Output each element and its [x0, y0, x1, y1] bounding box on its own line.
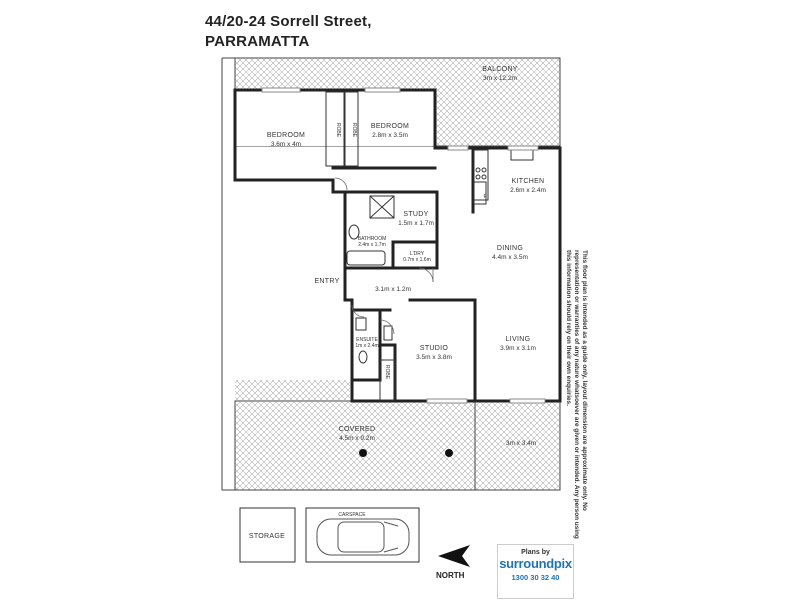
bathroom-size: 2.4m x 1.7m [358, 242, 386, 248]
carspace-name: CARSPACE [338, 512, 366, 518]
logo-phone: 1300 30 32 40 [511, 573, 560, 582]
fridge-label: F [483, 194, 486, 200]
bedroom1-size: 3.6m x 4m [271, 141, 301, 148]
surroundpix-logo: Plans by surroundpix 1300 30 32 40 [497, 544, 574, 599]
bedroom2-size: 2.8m x 3.5m [372, 132, 408, 139]
column-left [359, 449, 367, 457]
ensuite-size: 1m x 2.4m [355, 343, 378, 349]
living-name: LIVING [506, 336, 531, 343]
room-labels: BALCONY 3m x 12.2m BEDROOM 3.6m x 4m BED… [249, 66, 546, 540]
windows [261, 87, 546, 404]
address-line-1: 44/20-24 Sorrell Street, [205, 13, 372, 30]
studio-size: 3.5m x 3.8m [416, 354, 452, 361]
studio-name: STUDIO [420, 345, 448, 352]
terrace-size: 3m x 3.4m [506, 440, 536, 447]
living-size: 3.9m x 3.1m [500, 345, 536, 352]
column-right [445, 449, 453, 457]
laundry-size: 0.7m x 1.6m [403, 257, 431, 263]
covered-area [234, 400, 476, 491]
robe-c-label: ROBE [384, 365, 390, 380]
storage-name: STORAGE [249, 533, 285, 540]
logo-brand: surroundpix [499, 556, 572, 571]
laundry-name: L'DRY [410, 251, 425, 257]
kitchen-size: 2.6m x 2.4m [510, 187, 546, 194]
terrace-area [474, 400, 561, 491]
robe-b-label: ROBE [351, 123, 357, 138]
covered-lower-left [235, 380, 350, 405]
study-size: 1.5m x 1.7m [398, 220, 434, 227]
robe-a-label: ROBE [335, 123, 341, 138]
logo-plans-by: Plans by [521, 549, 550, 556]
door-swings [334, 177, 434, 335]
covered-name: COVERED [339, 426, 376, 433]
bedroom2-name: BEDROOM [371, 123, 409, 130]
carspace-box [305, 507, 420, 563]
address-line-2: PARRAMATTA [205, 33, 310, 50]
dining-name: DINING [497, 245, 523, 252]
hall-size: 3.1m x 1.2m [375, 286, 411, 293]
compass-label: NORTH [436, 571, 465, 580]
site-boundary [221, 57, 561, 491]
storage-box [239, 507, 296, 563]
compass-arrow-icon [438, 545, 470, 567]
robes [325, 91, 396, 401]
dining-size: 4.4m x 3.5m [492, 254, 528, 261]
bathroom-fixtures [346, 195, 395, 364]
study-name: STUDY [403, 211, 428, 218]
covered-size: 4.5m x 9.2m [339, 435, 375, 442]
balcony-size: 3m x 12.2m [483, 75, 517, 82]
entry-name: ENTRY [314, 278, 339, 285]
ensuite-name: ENSUITE [356, 337, 378, 343]
bedroom-area-mask [235, 90, 435, 146]
kitchen-bench [473, 149, 534, 205]
car-icon [316, 518, 410, 556]
bathroom-name: BATHROOM [358, 236, 387, 242]
bedroom1-name: BEDROOM [267, 132, 305, 139]
disclaimer-text: This floor plan is intended as a guide o… [565, 250, 588, 539]
kitchen-name: KITCHEN [512, 178, 545, 185]
balcony-name: BALCONY [482, 66, 518, 73]
